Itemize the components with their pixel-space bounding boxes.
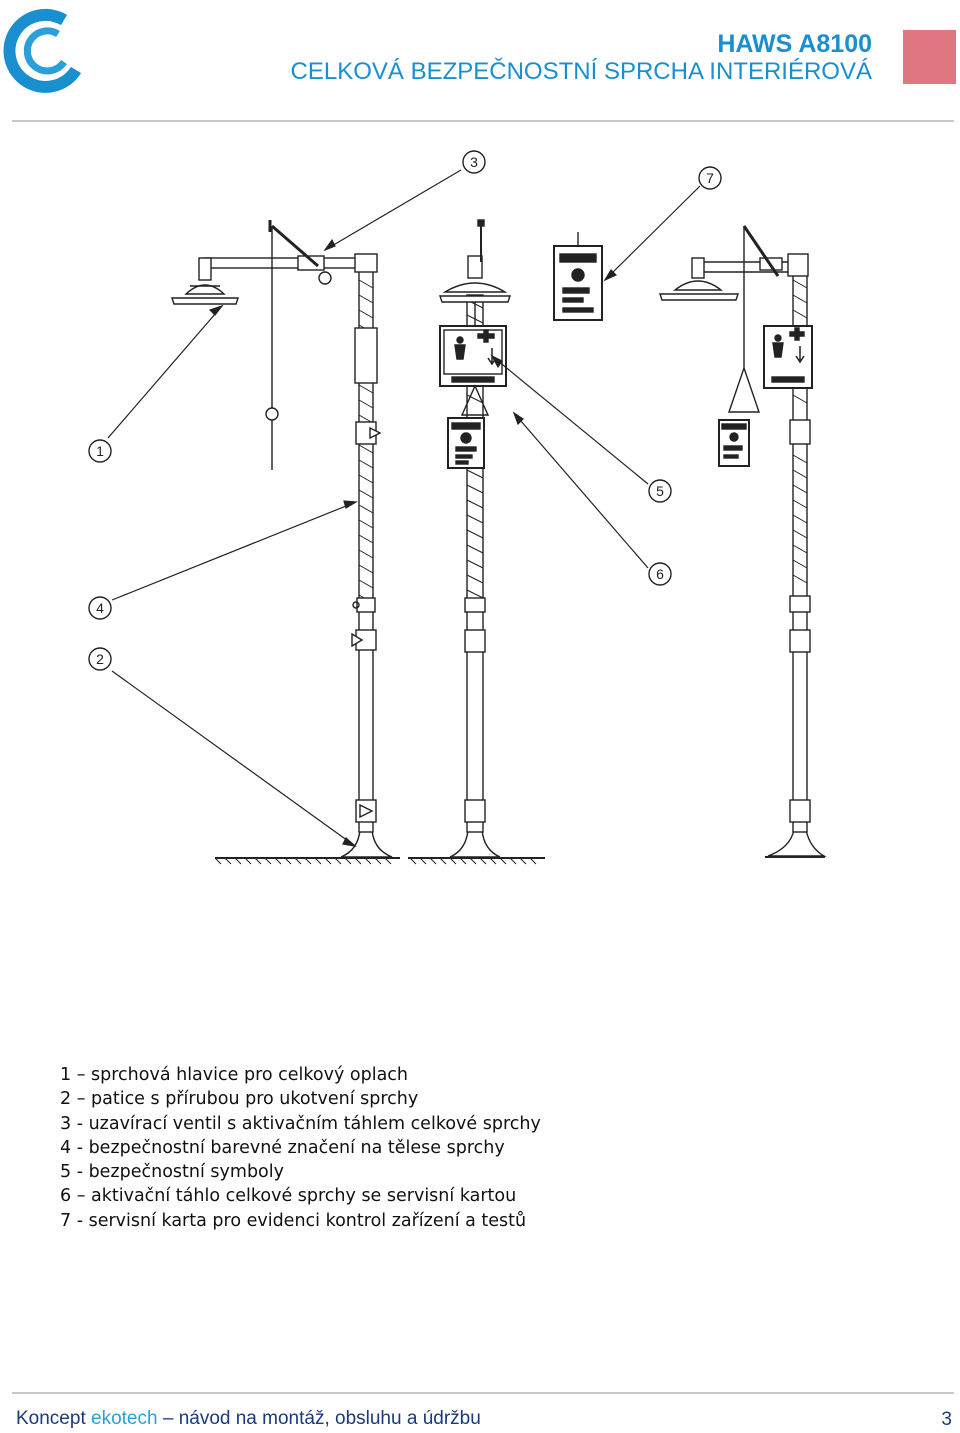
callout-numbers: 1 2 3 4 5 6 7 xyxy=(96,154,714,667)
callout-1: 1 xyxy=(96,443,104,459)
service-card xyxy=(553,232,603,321)
legend-item: 2 – patice s přírubou pro ukotvení sprch… xyxy=(60,1089,419,1110)
parts-legend: 1 – sprchová hlavice pro celkový oplach … xyxy=(60,1063,541,1233)
callout-6: 6 xyxy=(656,566,664,582)
shower-side-view xyxy=(171,220,400,865)
header-divider xyxy=(12,120,954,122)
callout-3: 3 xyxy=(470,154,478,170)
shower-angled-view xyxy=(659,225,827,858)
callout-7: 7 xyxy=(706,170,714,186)
legend-item: 5 - bezpečnostní symboly xyxy=(60,1162,284,1183)
legend-item: 4 - bezpečnostní barevné značení na těle… xyxy=(60,1137,505,1158)
callout-2: 2 xyxy=(96,651,104,667)
footer: Koncept ekotech – návod na montáž, obslu… xyxy=(16,1408,481,1430)
legend-item: 1 – sprchová hlavice pro celkový oplach xyxy=(60,1065,409,1085)
callout-circles xyxy=(88,150,722,671)
legend-item: 7 - servisní karta pro evidenci kontrol … xyxy=(60,1210,527,1231)
legend-item: 3 - uzavírací ventil s aktivačním táhlem… xyxy=(60,1113,541,1134)
page-title: HAWS A8100 xyxy=(717,30,872,58)
page-number: 3 xyxy=(941,1409,952,1430)
legend-item: 6 – aktivační táhlo celkové sprchy se se… xyxy=(60,1186,517,1207)
footer-word-koncept: Koncept xyxy=(16,1408,86,1429)
shower-drawing: 1 2 3 4 5 6 7 xyxy=(88,150,827,865)
c-logo-icon xyxy=(3,8,82,93)
footer-word-ekotech: ekotech xyxy=(91,1408,158,1429)
callout-leaders xyxy=(107,169,701,847)
shower-front-view xyxy=(408,219,545,865)
page-subtitle: CELKOVÁ BEZPEČNOSTNÍ SPRCHA INTERIÉROVÁ xyxy=(290,58,872,85)
callout-5: 5 xyxy=(656,483,664,499)
footer-divider xyxy=(12,1392,954,1394)
callout-4: 4 xyxy=(96,600,104,616)
footer-text: – návod na montáž, obsluhu a údržbu xyxy=(162,1408,481,1429)
section-tab xyxy=(903,30,956,84)
